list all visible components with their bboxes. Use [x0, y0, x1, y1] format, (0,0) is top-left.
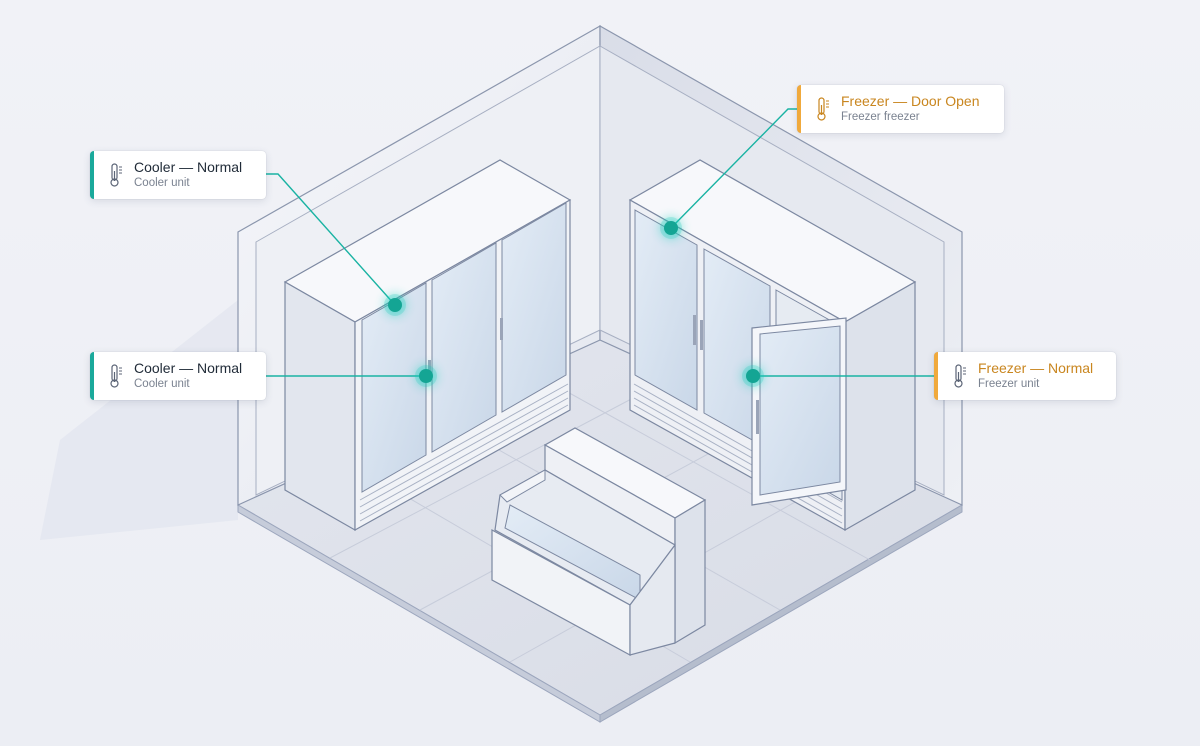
thermometer-icon: [817, 97, 829, 121]
freezer-top-sensor-hotspot[interactable]: [664, 221, 678, 235]
card-title: Freezer — Door Open: [841, 93, 980, 110]
freezer-top-status-card[interactable]: Freezer — Door Open Freezer freezer: [797, 85, 1004, 133]
cooler-top-status-card[interactable]: Cooler — Normal Cooler unit: [90, 151, 266, 199]
cooler-bottom-status-card[interactable]: Cooler — Normal Cooler unit: [90, 352, 266, 400]
card-title: Freezer — Normal: [978, 360, 1094, 377]
thermometer-icon: [954, 364, 966, 388]
freezer-bottom-sensor-hotspot[interactable]: [746, 369, 760, 383]
card-subtitle: Cooler unit: [134, 378, 190, 391]
freezer-bottom-status-card[interactable]: Freezer — Normal Freezer unit: [934, 352, 1116, 400]
cooler-bottom-sensor-hotspot[interactable]: [419, 369, 433, 383]
cooler-bank: [283, 159, 572, 532]
leader-lines: [266, 108, 936, 377]
thermometer-icon: [110, 364, 122, 388]
display-case: [491, 427, 707, 657]
floor-edge-right: [599, 504, 963, 723]
card-title: Cooler — Normal: [134, 159, 243, 176]
room-shadow: [40, 300, 238, 540]
cooler-top-sensor-hotspot[interactable]: [388, 298, 402, 312]
freezer-bank: [628, 159, 917, 532]
card-subtitle: Cooler unit: [134, 177, 190, 190]
card-subtitle: Freezer unit: [978, 378, 1040, 391]
thermometer-icon: [110, 163, 122, 187]
card-subtitle: Freezer freezer: [841, 111, 920, 124]
card-title: Cooler — Normal: [134, 360, 243, 377]
